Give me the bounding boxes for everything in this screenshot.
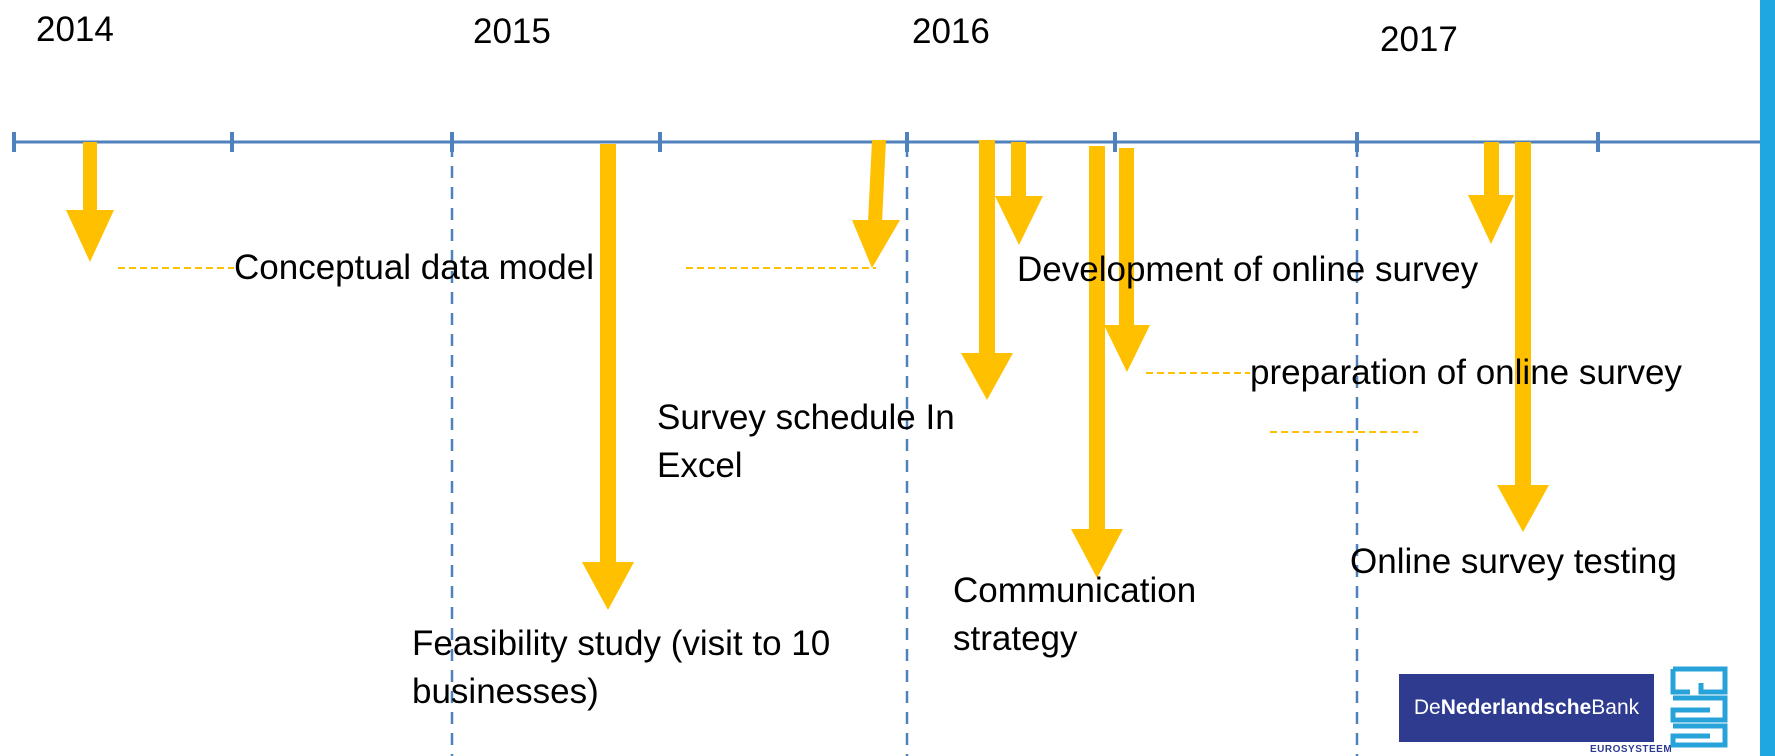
arrow-conceptual-right (852, 140, 900, 268)
milestone-survey-schedule: Survey schedule In Excel (657, 398, 955, 485)
year-label-2016: 2016 (912, 12, 990, 51)
year-dividers (450, 145, 1359, 756)
milestone-development-online-survey: Development of online survey (1017, 250, 1479, 289)
arrow-schedule (961, 140, 1013, 400)
arrow-preparation (1104, 148, 1150, 372)
milestone-arrows (66, 140, 1775, 610)
arrow-feasibility (582, 144, 634, 610)
year-label-2017: 2017 (1380, 20, 1458, 59)
milestone-preparation-online-survey: preparation of online survey (1250, 353, 1682, 392)
arrow-testing-left (1468, 142, 1514, 244)
arrow-communication (1071, 146, 1123, 578)
arrow-conceptual-left (66, 142, 114, 262)
arrow-development (995, 142, 1043, 245)
eurosysteem-label: EUROSYSTEEM (1590, 744, 1673, 755)
arrow-testing (1497, 142, 1549, 532)
milestone-feasibility-study: Feasibility study (visit to 10 businesse… (412, 624, 831, 711)
dnb-logo-text-nederlandsche: Nederlandsche (1440, 696, 1592, 719)
axis-ticks (12, 132, 1600, 152)
dnb-logo-text-bank: Bank (1591, 696, 1640, 719)
right-edge-bar (1760, 0, 1775, 756)
milestone-communication-strategy: Communication strategy (953, 571, 1197, 658)
connector-lines (118, 267, 1418, 433)
year-label-2014: 2014 (36, 10, 114, 49)
cbs-logo-icon (1670, 666, 1728, 748)
milestone-conceptual-data-model: Conceptual data model (234, 248, 594, 287)
dnb-logo-text-de: De (1413, 696, 1441, 719)
milestone-online-survey-testing: Online survey testing (1350, 542, 1677, 581)
year-label-2015: 2015 (473, 12, 551, 51)
